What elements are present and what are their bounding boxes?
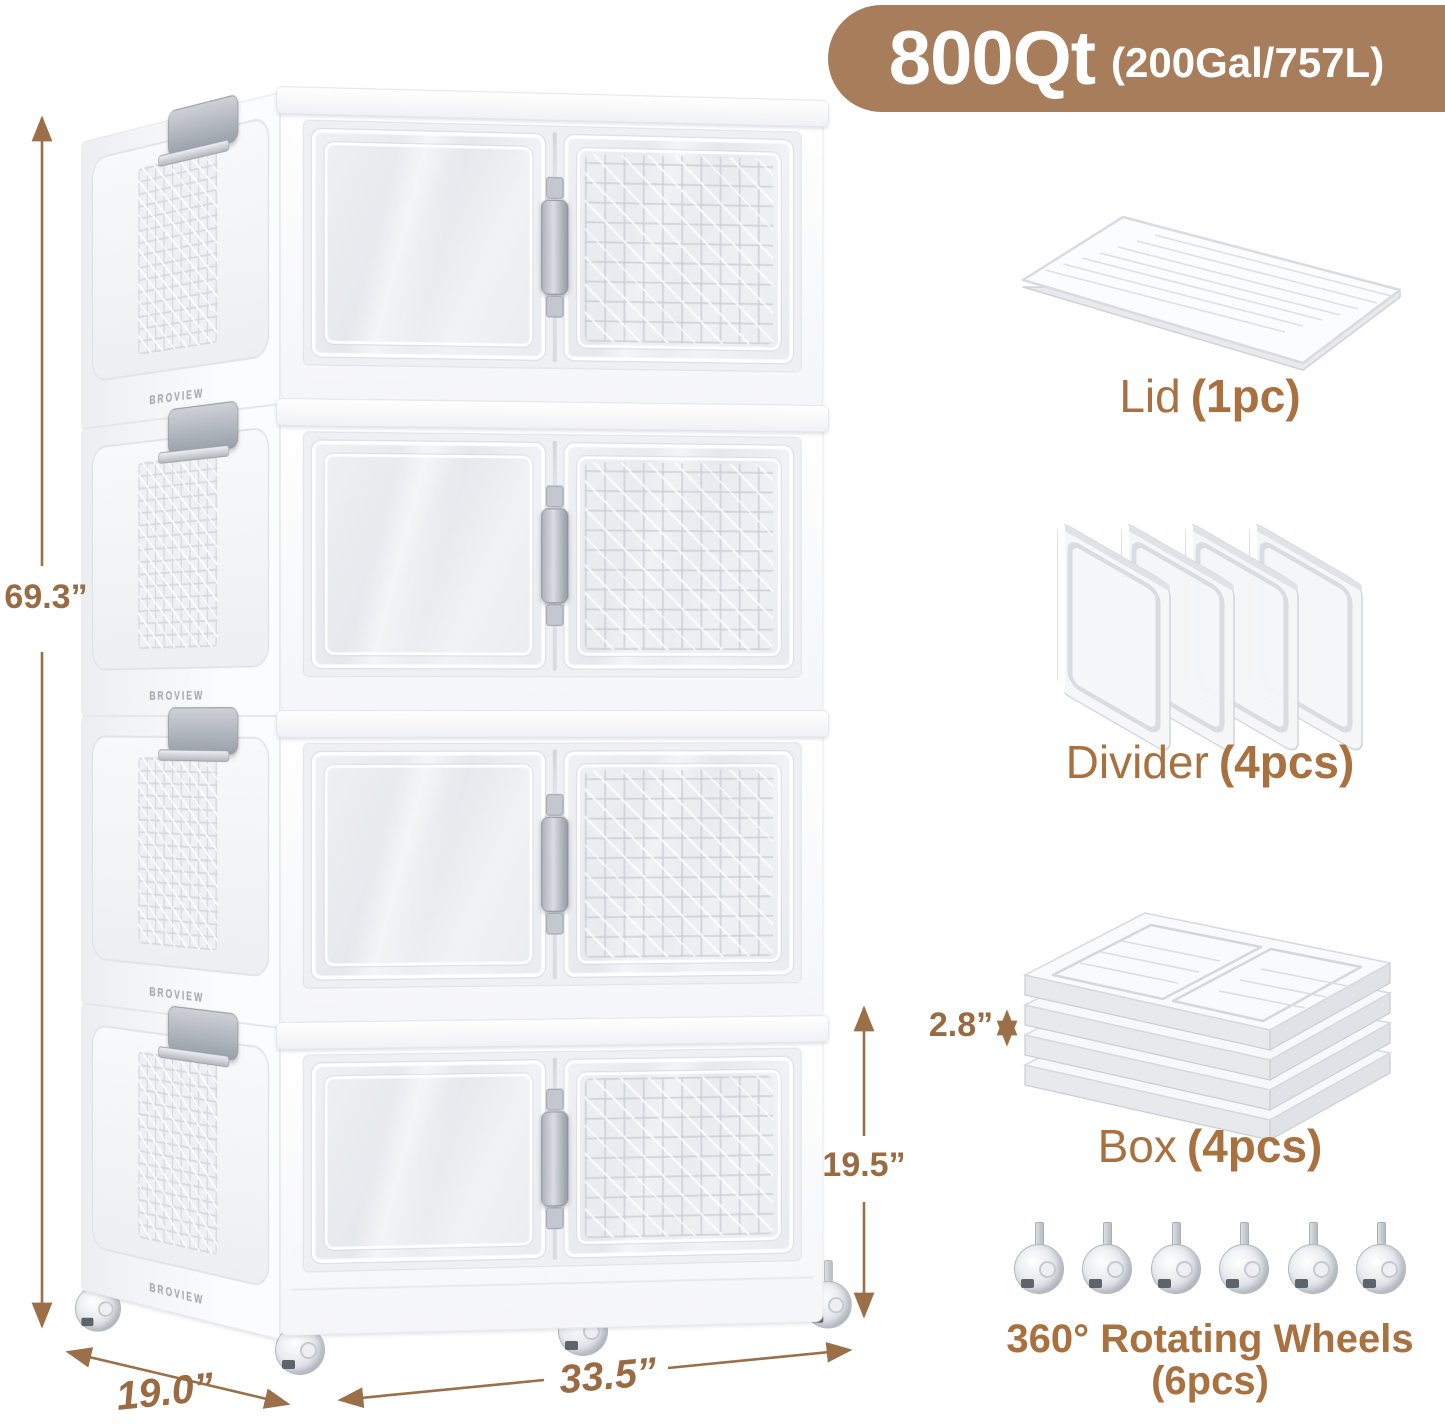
waffle-texture xyxy=(584,1075,774,1239)
caster-wheel-icon xyxy=(1149,1222,1203,1306)
waffle-texture xyxy=(584,462,774,651)
side-tier-3: BROVIEW xyxy=(81,707,281,1028)
caster-wheel-icon xyxy=(1354,1222,1408,1306)
wheels-label: 360° Rotating Wheels(6pcs) xyxy=(985,1318,1435,1403)
side-tier-4: BROVIEW xyxy=(81,1003,281,1340)
waffle-texture xyxy=(138,1050,218,1256)
divider-image xyxy=(1057,521,1363,751)
rotating-wheels-image xyxy=(1012,1222,1408,1306)
side-panel-inset xyxy=(91,426,270,671)
box-label: Box(4pcs) xyxy=(985,1122,1435,1171)
width-dimension-label: 33.5” xyxy=(557,1349,659,1403)
brand-logo: BROVIEW xyxy=(149,984,205,1005)
tier-lid-edge xyxy=(276,709,830,739)
divider-qty: (4pcs) xyxy=(1218,736,1355,788)
clamp-handle-icon xyxy=(168,93,239,158)
wheels-qty: (6pcs) xyxy=(1151,1359,1269,1404)
brand-logo: BROVIEW xyxy=(149,687,205,703)
divider-panel xyxy=(1057,521,1363,751)
capacity-badge: 800Qt (200Gal/757L) xyxy=(828,5,1445,112)
base-seam xyxy=(290,1276,814,1291)
caster-wheel-icon xyxy=(1012,1222,1066,1306)
right-clear-door xyxy=(564,1056,794,1258)
left-clear-door xyxy=(311,751,546,980)
waffle-texture xyxy=(138,756,218,951)
front-tier-4 xyxy=(276,1015,830,1336)
brand-logo: BROVIEW xyxy=(149,385,205,408)
wheels-name: 360° Rotating Wheels xyxy=(1006,1317,1414,1361)
side-tier-1: BROVIEW xyxy=(81,92,281,429)
cabinet-side-panel: BROVIEW BROVIEW BROVIEW xyxy=(81,92,281,1340)
door-area xyxy=(302,119,802,373)
door-handle-icon xyxy=(541,199,569,295)
door-area xyxy=(302,1047,802,1273)
divider-name: Divider xyxy=(1065,736,1209,788)
door-area xyxy=(302,742,802,989)
cabinet-front xyxy=(276,85,830,1336)
left-clear-door xyxy=(311,440,546,669)
folded-box-stack-image xyxy=(1022,912,1393,1142)
door-area xyxy=(302,431,802,678)
caster-wheel-icon xyxy=(1080,1222,1134,1306)
clamp-handle-icon xyxy=(168,1005,239,1062)
tier-lid-edge xyxy=(276,1015,830,1051)
door-handle-icon xyxy=(541,508,569,604)
lid-qty: (1pc) xyxy=(1190,370,1301,422)
left-clear-door xyxy=(311,1060,546,1264)
front-tier-3 xyxy=(276,709,830,1024)
badge-size-text: 800Qt xyxy=(888,15,1096,101)
lid-label: Lid(1pc) xyxy=(985,372,1435,421)
clamp-handle-icon xyxy=(168,400,239,456)
side-panel-inset xyxy=(91,735,270,978)
side-tier-2: BROVIEW xyxy=(81,400,281,716)
waffle-texture xyxy=(584,769,774,958)
lid-name: Lid xyxy=(1119,370,1181,422)
box-height-dimension-label: 19.5” xyxy=(822,1146,906,1184)
door-handle-icon xyxy=(541,1111,569,1207)
right-clear-door xyxy=(564,443,794,669)
lid-image xyxy=(1021,215,1402,371)
caster-wheel-icon xyxy=(1217,1222,1271,1306)
badge-capacity-text: (200Gal/757L) xyxy=(1111,38,1385,86)
right-clear-door xyxy=(564,751,794,977)
right-clear-door xyxy=(564,134,794,364)
clamp-handle-icon xyxy=(168,707,239,755)
folded-thickness-dimension-label: 2.8” xyxy=(928,1006,994,1044)
door-handle-icon xyxy=(541,816,569,912)
front-tier-1 xyxy=(276,85,830,407)
tier-lid-edge xyxy=(276,397,830,433)
box-name: Box xyxy=(1097,1120,1177,1172)
caster-wheel-icon xyxy=(1286,1222,1340,1306)
box-qty: (4pcs) xyxy=(1186,1120,1323,1172)
left-clear-door xyxy=(311,128,546,360)
divider-label: Divider(4pcs) xyxy=(985,738,1435,787)
waffle-texture xyxy=(138,453,218,650)
brand-logo: BROVIEW xyxy=(149,1279,205,1308)
folded-box-slab xyxy=(1022,912,1393,1142)
waffle-texture xyxy=(138,149,218,355)
height-dimension-label: 69.3” xyxy=(4,578,88,616)
front-tier-2 xyxy=(276,397,830,712)
waffle-texture xyxy=(584,154,774,345)
side-panel-inset xyxy=(91,1023,270,1289)
